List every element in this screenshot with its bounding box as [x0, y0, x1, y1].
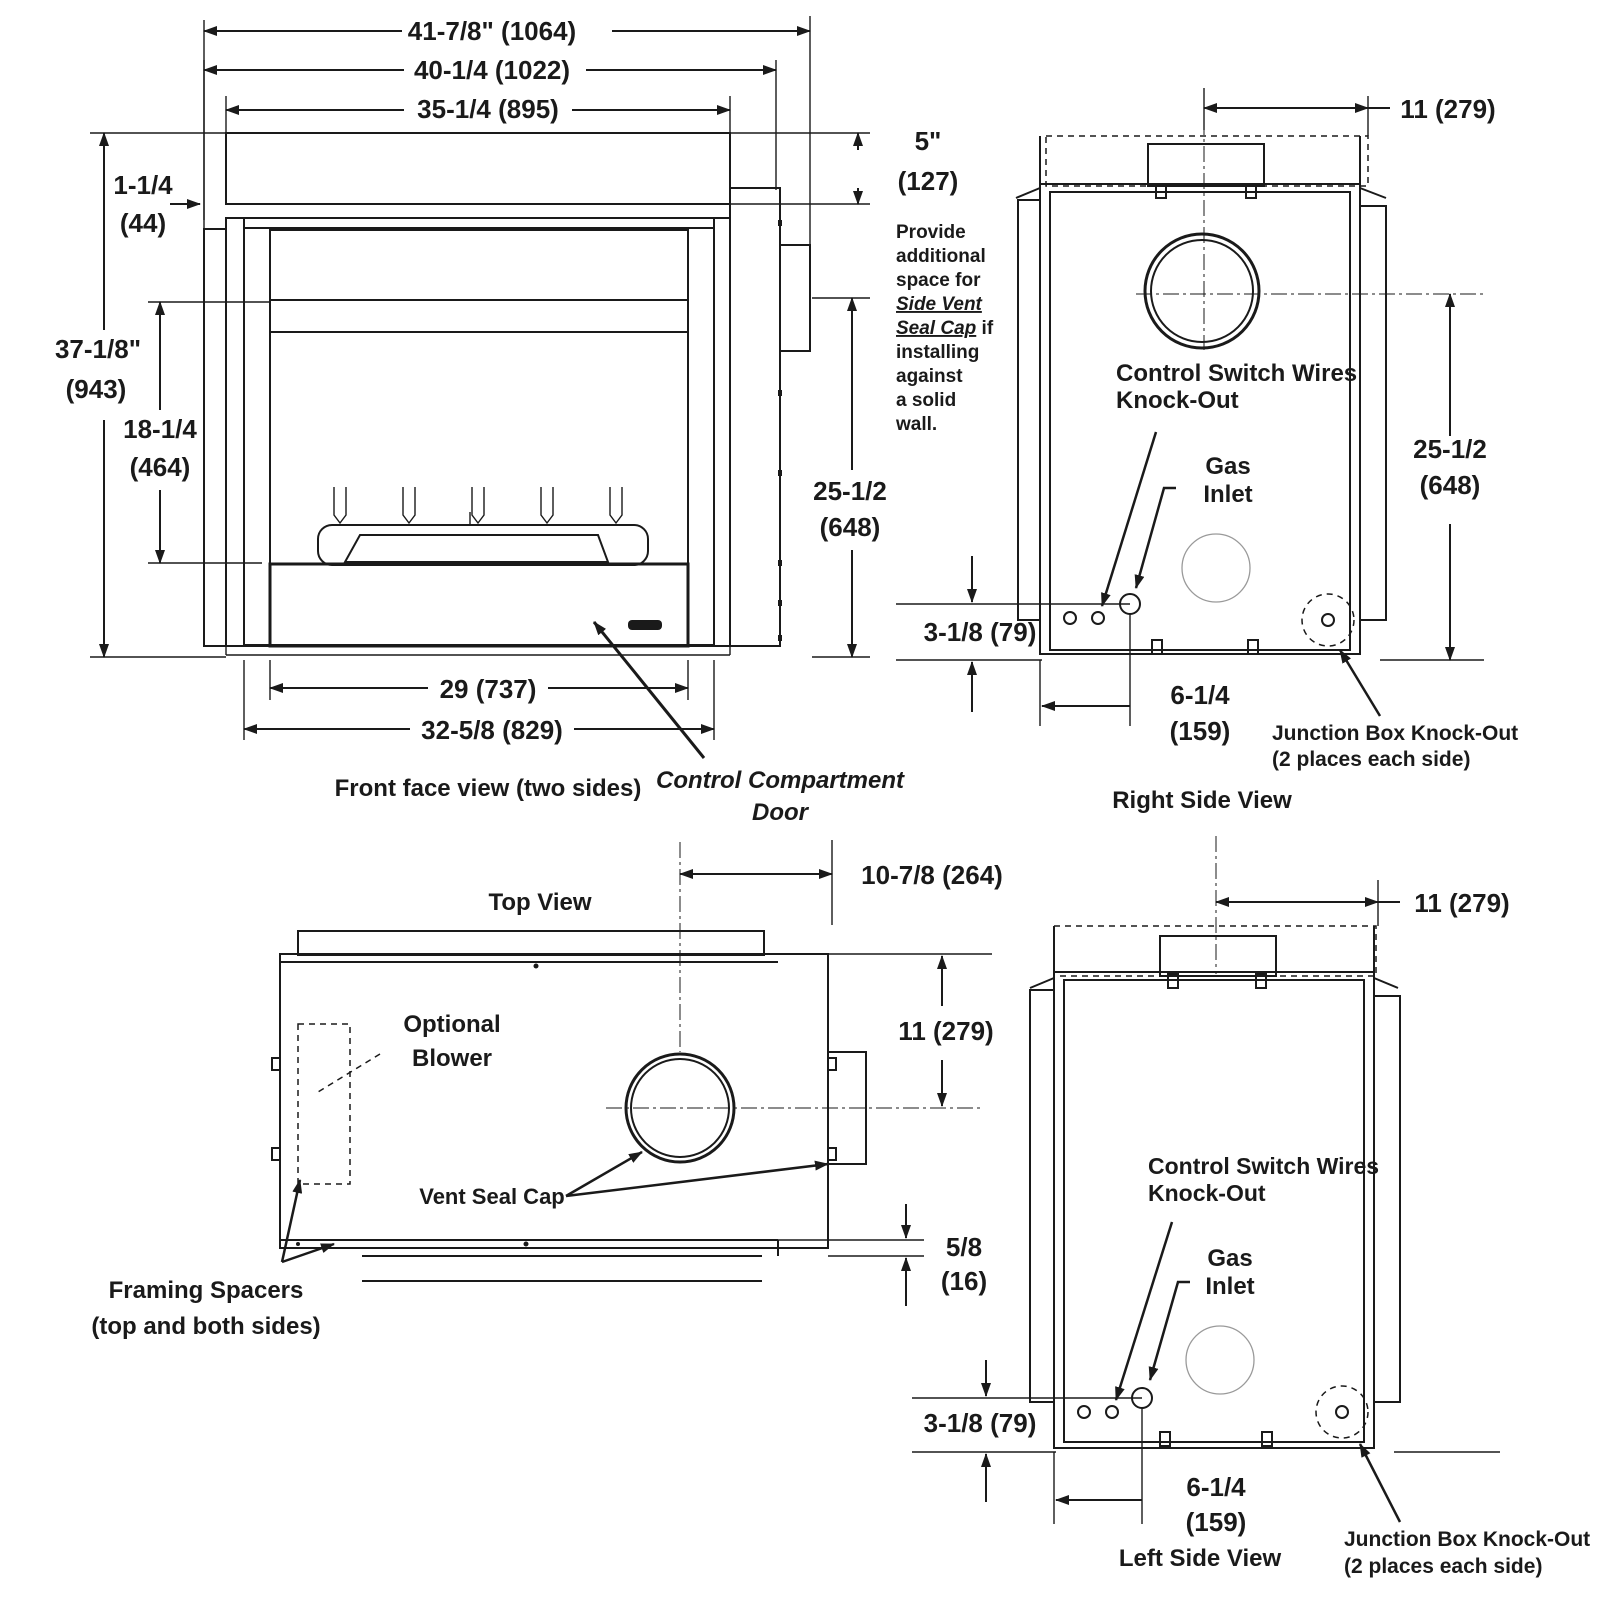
left-gas-inlet-label: Gas: [1207, 1245, 1252, 1272]
front-view-title: Front face view (two sides): [335, 775, 642, 802]
note-line: space for: [896, 270, 981, 291]
side-vent-note: Provide additional space for Side Vent S…: [895, 222, 994, 435]
left-side-view-title: Left Side View: [1119, 1545, 1282, 1572]
note-line: additional: [896, 246, 986, 267]
note-line: Side Vent: [896, 294, 983, 315]
control-door-label: Control Compartment: [656, 767, 905, 794]
left-control-switch-label: Knock-Out: [1148, 1180, 1266, 1206]
left-control-switch-label: Control Switch Wires: [1148, 1153, 1379, 1179]
overall-height-dim-mm: (943): [66, 374, 127, 404]
framing-spacers-label: (top and both sides): [91, 1313, 320, 1340]
front-extension-lines: [90, 16, 870, 740]
right-gas-inlet-label: Gas: [1205, 453, 1250, 480]
left-side-body: [1029, 836, 1401, 1449]
right-gas-inlet-label: Inlet: [1203, 481, 1252, 508]
blower-label: Optional: [403, 1011, 500, 1038]
right-control-switch-label: Knock-Out: [1116, 387, 1239, 414]
overall-width-dim: 41-7/8" (1064): [408, 16, 576, 46]
control-door-label: Door: [752, 799, 810, 826]
note-seal-cap: Seal Cap: [896, 318, 976, 339]
overall-height-dim-in: 37-1/8": [55, 334, 141, 364]
left-leaders: [1114, 1221, 1402, 1523]
top-vent-offset-dim: 10-7/8 (264): [861, 860, 1003, 890]
note-line: wall.: [895, 414, 937, 435]
vent-seal-cap-label: Vent Seal Cap: [419, 1184, 565, 1209]
left-vent-offset-dim: 11 (279): [1414, 888, 1509, 918]
left-gas-offset-dim-in: 6-1/4: [1186, 1472, 1246, 1502]
opening-width-dim: 29 (737): [440, 674, 537, 704]
top-dimension-lines: [679, 869, 947, 1306]
left-dimension-lines: [981, 897, 1400, 1505]
opening-height-dim-in: 18-1/4: [123, 414, 197, 444]
right-control-switch-label: Control Switch Wires: [1116, 360, 1357, 387]
surround-width-dim: 40-1/4 (1022): [414, 55, 570, 85]
right-vent-height-dim-mm: (648): [1420, 470, 1481, 500]
top-body: [271, 842, 980, 1282]
left-extension-lines: [912, 880, 1500, 1524]
right-extension-lines: [896, 88, 1484, 726]
blower-label: Blower: [412, 1045, 492, 1072]
front-fireplace-body: [203, 132, 811, 656]
left-gas-inlet-label: Inlet: [1205, 1273, 1254, 1300]
top-space-dim-mm: (127): [898, 166, 959, 196]
top-space-dim-in: 5": [915, 126, 942, 156]
right-junction-box-label: (2 places each side): [1272, 748, 1470, 771]
note-line: Provide: [896, 222, 966, 243]
right-leaders: [1100, 431, 1382, 717]
vent-height-dim-in: 25-1/2: [813, 476, 887, 506]
right-gas-height-dim: 3-1/8 (79): [924, 617, 1037, 647]
left-junction-box-label: (2 places each side): [1344, 1555, 1542, 1578]
right-side-view-title: Right Side View: [1112, 787, 1292, 814]
left-gas-offset-dim-mm: (159): [1186, 1507, 1247, 1537]
left-junction-box-label: Junction Box Knock-Out: [1344, 1528, 1590, 1551]
side-offset-dim-in: 1-1/4: [113, 170, 173, 200]
note-line: against: [896, 366, 963, 387]
right-vent-offset-dim: 11 (279): [1400, 94, 1495, 124]
right-vent-height-dim-in: 25-1/2: [1413, 434, 1487, 464]
right-dimension-lines: [967, 103, 1455, 712]
spacer-dim-in: 5/8: [946, 1232, 982, 1262]
spacer-dim-mm: (16): [941, 1266, 987, 1296]
note-line: Seal Cap if: [896, 318, 994, 339]
note-line: a solid: [896, 390, 956, 411]
note-line: installing: [896, 342, 979, 363]
top-vent-depth-dim: 11 (279): [898, 1016, 993, 1046]
vent-height-dim-mm: (648): [820, 512, 881, 542]
front-dimension-lines: [99, 26, 863, 759]
front-face-view: 41-7/8" (1064) 40-1/4 (1022) 35-1/4 (895…: [55, 16, 994, 826]
top-view: 10-7/8 (264) 11 (279) 5/8 (16) Top View …: [91, 840, 1003, 1340]
right-gas-offset-dim-mm: (159): [1170, 716, 1231, 746]
opening-height-dim-mm: (464): [130, 452, 191, 482]
side-offset-dim-mm: (44): [120, 208, 166, 238]
front-width-dim: 32-5/8 (829): [421, 715, 563, 745]
framing-spacers-label: Framing Spacers: [109, 1277, 304, 1304]
top-width-dim: 35-1/4 (895): [417, 94, 559, 124]
right-side-body: [1015, 92, 1484, 655]
note-if: if: [976, 318, 994, 339]
left-side-view: 11 (279) 3-1/8 (79) 6-1/4 (159) Control …: [912, 836, 1590, 1578]
left-gas-height-dim: 3-1/8 (79): [924, 1408, 1037, 1438]
top-extension-lines: [778, 840, 992, 1257]
right-junction-box-label: Junction Box Knock-Out: [1272, 722, 1518, 745]
right-gas-offset-dim-in: 6-1/4: [1170, 680, 1230, 710]
top-leaders: [280, 1150, 829, 1264]
right-side-view: 11 (279) 25-1/2 (648) 3-1/8 (79) 6-1/4 (…: [896, 88, 1518, 814]
top-view-title: Top View: [488, 889, 591, 916]
